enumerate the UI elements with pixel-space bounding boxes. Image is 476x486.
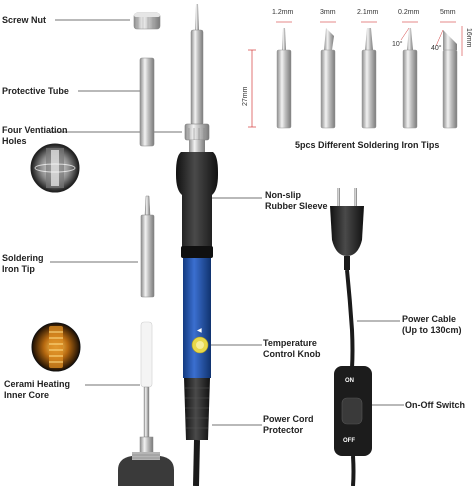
label-power-cable: Power Cable (Up to 130cm) (402, 314, 462, 335)
tip-4 (400, 21, 418, 129)
label-cord-protector: Power Cord Protector (263, 414, 314, 435)
label-on-off-switch: On-Off Switch (405, 400, 465, 410)
tips-title: 5pcs Different Soldering Iron Tips (295, 140, 440, 150)
on-off-switch (334, 366, 372, 456)
ceramic-core-photo (31, 322, 81, 372)
label-temperature-knob: Temperature Control Knob (263, 338, 321, 359)
tip-size-3: 2.1mm (357, 9, 379, 16)
tip-size-4: 0.2mm (398, 9, 420, 16)
svg-text:◀: ◀ (197, 328, 202, 334)
power-cable (345, 269, 355, 369)
tip-2 (320, 21, 336, 129)
soldering-iron: ◀ (176, 4, 218, 486)
screw-nut-part (133, 12, 161, 30)
label-screw-nut: Screw Nut (2, 15, 47, 25)
label-rubber-sleeve: Non-slip Rubber Sleeve (265, 190, 328, 211)
tip-5 (435, 21, 463, 129)
leader-lines (50, 19, 404, 426)
label-vent-holes: Four Ventiation Holes (2, 125, 68, 146)
tips-panel (248, 21, 463, 129)
ceramic-core-part (139, 321, 154, 456)
label-soldering-tip: Soldering Iron Tip (2, 253, 44, 274)
tip-size-5: 5mm (440, 9, 456, 16)
soldering-tip-part (140, 195, 155, 298)
label-ceramic-core: Cerami Heating Inner Core (4, 379, 71, 400)
switch-off-mark: OFF (343, 438, 355, 444)
vent-holes-photo (30, 143, 80, 193)
tip-angle-10: 10° (392, 41, 403, 48)
protective-tube-part (139, 57, 155, 147)
tip-3 (361, 21, 377, 129)
tip-length-27: 27mm (242, 86, 249, 106)
tip-size-1: 1.2mm (272, 9, 294, 16)
tip-size-2: 3mm (320, 9, 336, 16)
tip-1 (276, 21, 292, 129)
tip-angle-40: 40° (431, 45, 442, 52)
base-socket-part (118, 452, 174, 486)
label-protective-tube: Protective Tube (2, 86, 69, 96)
switch-on-mark: ON (345, 378, 354, 384)
power-cable-lower (351, 455, 356, 486)
tip-height-16: 16mm (465, 28, 472, 48)
power-plug (330, 188, 364, 270)
